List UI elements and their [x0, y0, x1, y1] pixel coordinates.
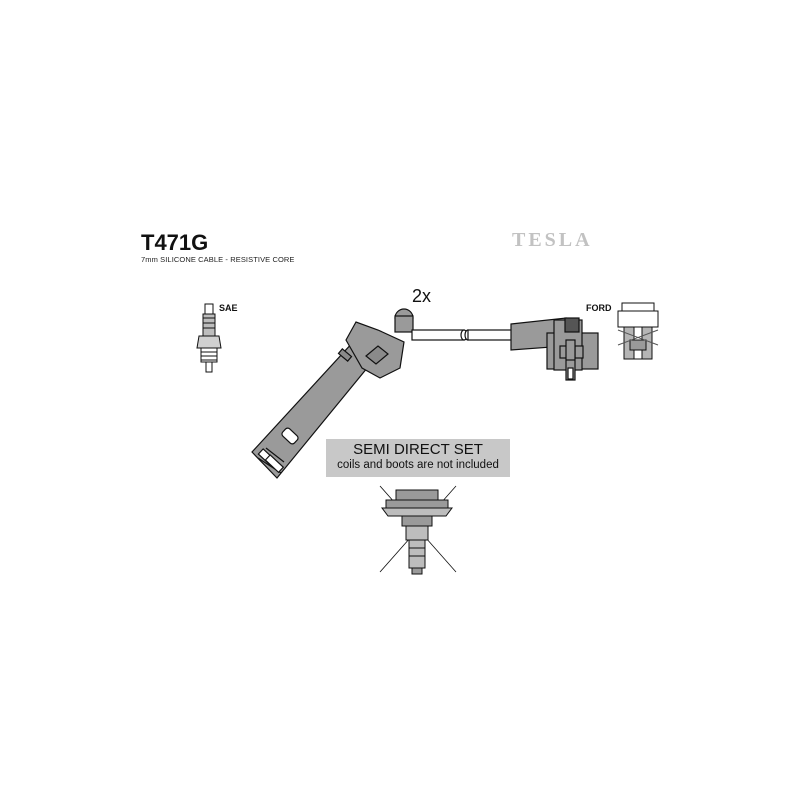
notice-detail: coils and boots are not included	[337, 459, 499, 471]
label-quantity: 2x	[412, 286, 432, 306]
excluded-coil-icon	[379, 485, 457, 575]
notice-box: SEMI DIRECT SET coils and boots are not …	[326, 439, 510, 477]
brand-logo: TESLA	[512, 229, 593, 251]
ignition-cable-icon	[411, 329, 513, 341]
coil-terminal-icon	[617, 302, 659, 360]
cable-spec: 7mm SILICONE CABLE - RESISTIVE CORE	[141, 255, 295, 264]
notice-title: SEMI DIRECT SET	[353, 441, 483, 458]
coil-boot-icon	[510, 317, 599, 381]
label-sae: SAE	[219, 303, 238, 313]
plug-boot-icon	[251, 308, 414, 479]
part-number: T471G	[141, 230, 209, 255]
spark-plug-icon	[196, 303, 222, 373]
label-ford: FORD	[586, 303, 612, 313]
